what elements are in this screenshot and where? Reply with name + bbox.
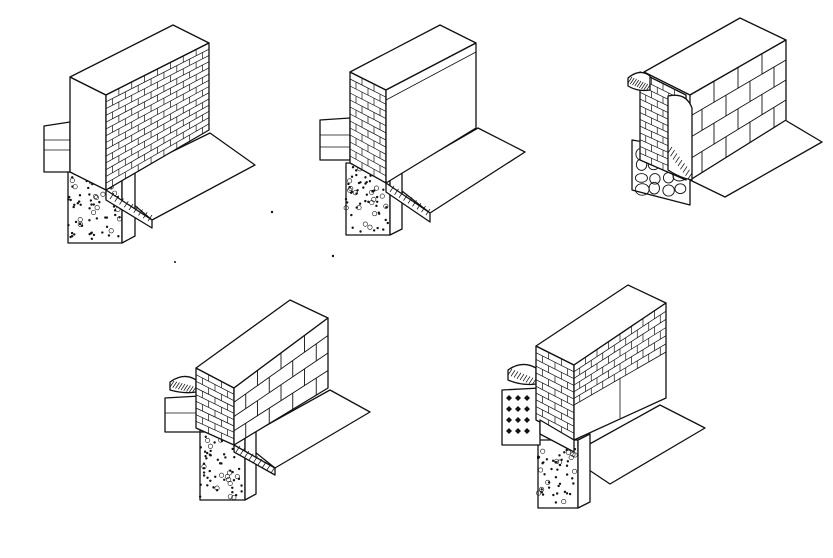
concrete-footing <box>67 165 136 244</box>
coping-roll <box>627 71 651 92</box>
detail-stone-wall-rubble-base <box>627 17 823 206</box>
soil-layer <box>43 121 71 173</box>
wall-side-stone-face <box>233 317 329 446</box>
wall-side-brick-face <box>105 42 210 191</box>
detail-brick-wall-narrow-footing <box>319 24 526 236</box>
stray-marks <box>174 210 335 263</box>
detail-brick-wall-on-concrete-footing <box>43 24 256 244</box>
detail-brick-block-wall-hatched-base <box>501 284 706 509</box>
ground-slab <box>567 404 706 485</box>
wall-front-brick-face <box>535 345 575 441</box>
coping-roll <box>507 363 537 386</box>
stone-sill-hatched <box>667 94 693 181</box>
wall-front-brick-face <box>349 71 387 184</box>
ground-slab <box>239 389 371 469</box>
drainage-ramp <box>105 189 153 229</box>
concrete-footing <box>536 433 591 509</box>
wall-side-brick-block-face <box>573 302 667 441</box>
hatched-base-block <box>501 387 541 446</box>
detail-brick-stone-wall-concrete-footing <box>164 299 371 501</box>
soil-layer <box>164 395 201 433</box>
base-course <box>539 419 575 453</box>
wall-side-render-face <box>385 42 477 184</box>
drainage-ramp <box>385 182 431 223</box>
wall-side-stone-face <box>689 39 787 181</box>
wall-front-face <box>69 76 107 191</box>
drainage-ramp <box>233 444 276 476</box>
soil-layer <box>319 117 351 161</box>
coping-roll <box>169 375 197 394</box>
